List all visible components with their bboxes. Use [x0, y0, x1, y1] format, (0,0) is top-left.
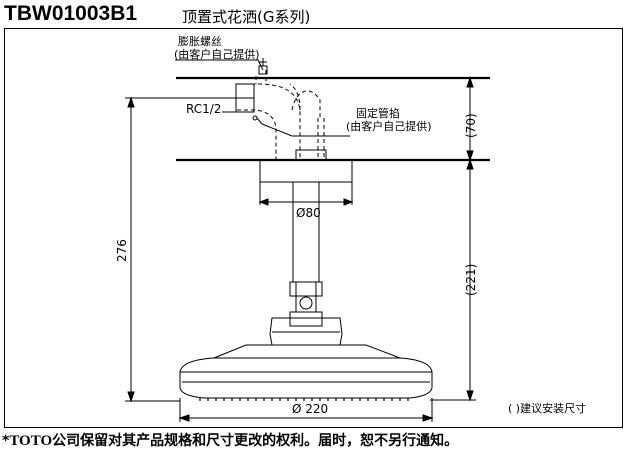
vertical-pipe: [292, 181, 320, 283]
nozzle-row: [199, 398, 409, 401]
bolt-note: (由客户自己提供): [174, 47, 260, 61]
disclaimer: *TOTO公司保留对其产品规格和尺寸更改的权利。届时，恕不另行通知。: [2, 430, 458, 450]
pipe-diameter-label: Ø80: [296, 206, 321, 220]
model-number: TBW01003B1: [4, 2, 138, 25]
brand-name: TOTO: [9, 433, 53, 449]
shower-head: [179, 357, 433, 399]
drawing-frame: [4, 28, 623, 428]
thread-label: RC1/2: [186, 102, 221, 116]
ball-joint-neck: [295, 295, 317, 313]
disclaimer-text: 公司保留对其产品规格和尺寸更改的权利。届时，恕不另行通知。: [52, 433, 459, 449]
bolt-label: 膨胀螺丝: [178, 34, 222, 48]
shower-head-top: [213, 344, 401, 359]
pipe-nut: [289, 281, 323, 297]
footnote-star: *: [2, 433, 10, 449]
legend-note: ( )建议安装尺寸: [508, 401, 586, 415]
clamp-point: [252, 115, 258, 121]
ceiling-gap-label: (70): [464, 113, 478, 138]
fixing-label: 固定管掐: [356, 106, 400, 120]
escutcheon-flange: [259, 159, 353, 183]
fixing-leader: [261, 123, 350, 137]
lower-height-label: (221): [464, 264, 478, 296]
bolt-leader: [175, 59, 264, 71]
total-height-label: 276: [115, 239, 129, 262]
height-arrows: [127, 96, 135, 403]
fixing-note: (由客户自己提供): [346, 119, 432, 133]
product-title: 顶置式花洒(G系列): [182, 8, 311, 26]
head-diameter-label: Ø 220: [292, 402, 328, 416]
right-arrows: [466, 76, 474, 402]
